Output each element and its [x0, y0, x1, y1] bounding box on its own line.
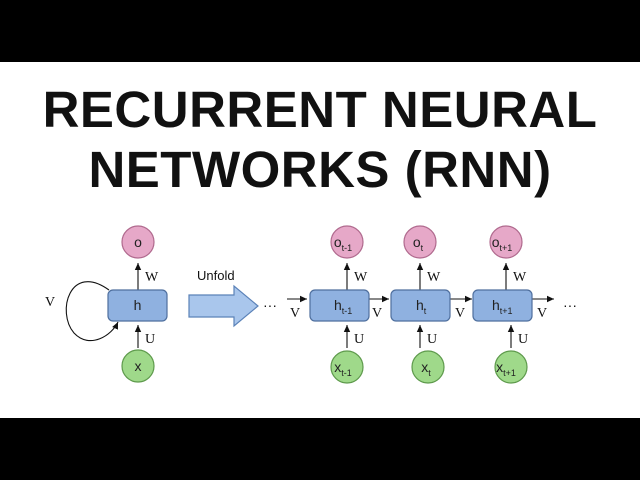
- output-node-t-plus-1: [489, 225, 523, 259]
- leading-ellipsis: ···: [263, 297, 277, 313]
- weight-w-t: W: [427, 270, 441, 285]
- hidden-node-t: [390, 289, 451, 322]
- folded-input-node: [121, 349, 155, 383]
- title-line-1: RECURRENT NEURAL: [42, 81, 598, 138]
- weight-u-t-minus-1: U: [354, 332, 364, 347]
- time-step-t: ot W ht U xt: [390, 225, 451, 384]
- unfold-label: Unfold: [197, 268, 235, 283]
- unfold-arrow-icon: [188, 284, 259, 328]
- unfolded-weight-v-3: V: [455, 306, 465, 321]
- output-label-t-plus-1: ot+1: [492, 234, 513, 253]
- unfolded-rnn: ··· ··· V V V V ot-1 W ht-1 U x: [263, 225, 577, 384]
- output-node-t: [403, 225, 437, 259]
- hidden-label-t-plus-1: ht+1: [492, 297, 513, 316]
- title-line-2: NETWORKS (RNN): [88, 141, 552, 198]
- folded-weight-w: W: [145, 270, 159, 285]
- unfolded-weight-v-1: V: [290, 306, 300, 321]
- time-step-t-minus-1: ot-1 W ht-1 U xt-1: [309, 225, 370, 384]
- weight-u-t: U: [427, 332, 437, 347]
- unfolded-weight-v-2: V: [372, 306, 382, 321]
- input-node-t: [411, 350, 445, 384]
- weight-u-t-plus-1: U: [518, 332, 528, 347]
- folded-hidden-label: h: [134, 297, 142, 313]
- output-label-t-minus-1: ot-1: [334, 234, 352, 253]
- folded-output-label: o: [134, 234, 142, 250]
- folded-weight-v: V: [45, 295, 55, 310]
- input-label-t-plus-1: xt+1: [496, 359, 516, 378]
- input-label-t: xt: [421, 359, 431, 378]
- folded-input-label: x: [135, 358, 142, 374]
- output-node-t-minus-1: [330, 225, 364, 259]
- folded-hidden-node: [107, 289, 168, 322]
- slide-panel: RECURRENT NEURAL NETWORKS (RNN): [0, 62, 640, 418]
- weight-w-t-plus-1: W: [513, 270, 527, 285]
- output-label-t: ot: [413, 234, 424, 253]
- hidden-node-t-plus-1: [472, 289, 533, 322]
- hidden-label-t-minus-1: ht-1: [334, 297, 352, 316]
- weight-w-t-minus-1: W: [354, 270, 368, 285]
- trailing-ellipsis: ···: [563, 297, 577, 313]
- time-step-t-plus-1: ot+1 W ht+1 U xt+1: [472, 225, 533, 384]
- recurrent-loop-arrow: [65, 281, 119, 342]
- unfolded-weight-v-4: V: [537, 306, 547, 321]
- folded-rnn: V o W h U x: [45, 225, 168, 383]
- hidden-node-t-minus-1: [309, 289, 370, 322]
- hidden-label-t: ht: [416, 297, 427, 316]
- folded-output-node: [121, 225, 155, 259]
- input-node-t-plus-1: [494, 350, 528, 384]
- folded-weight-u: U: [145, 332, 155, 347]
- input-node-t-minus-1: [330, 350, 364, 384]
- input-label-t-minus-1: xt-1: [334, 359, 352, 378]
- unfold-transition: Unfold: [188, 268, 259, 328]
